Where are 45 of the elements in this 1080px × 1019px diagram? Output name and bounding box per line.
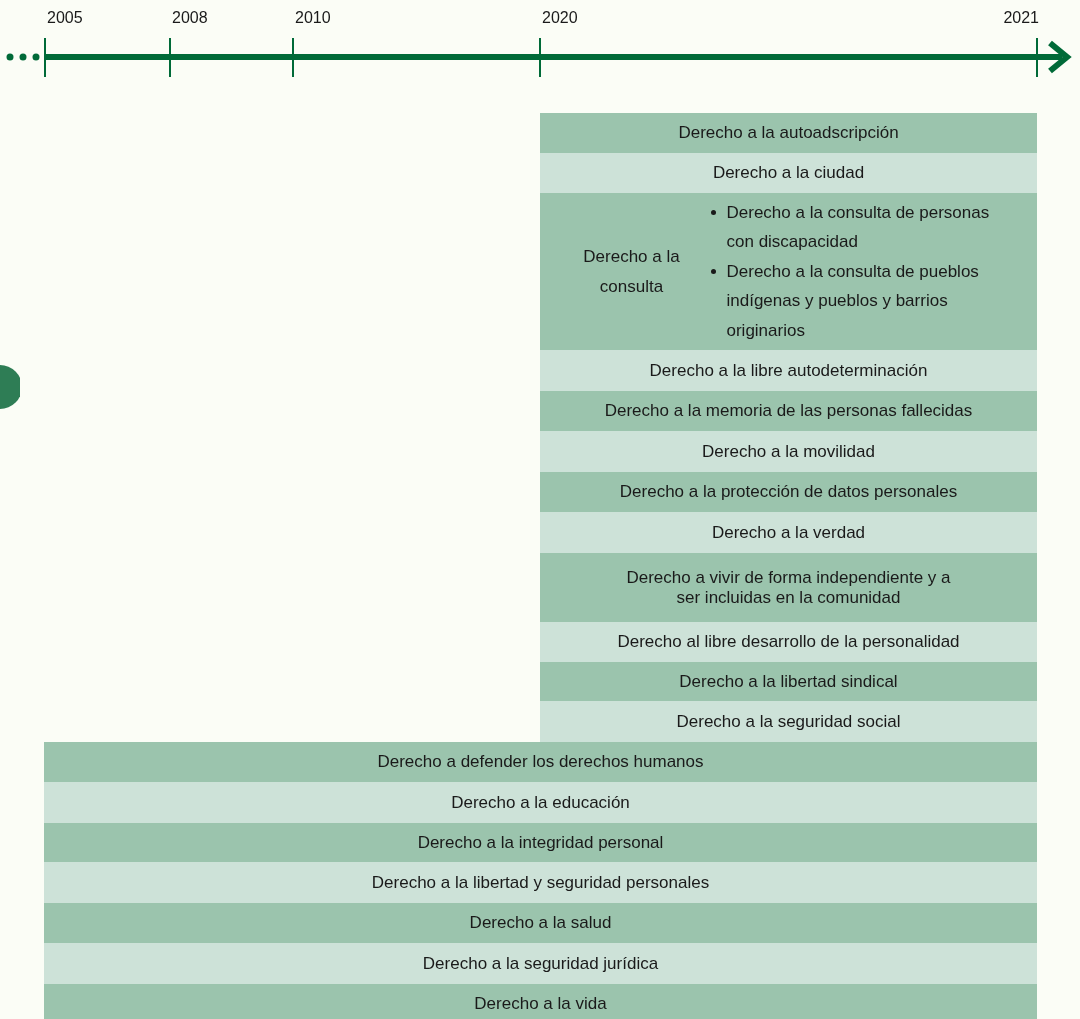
bar-label: Derecho a la movilidad — [702, 441, 875, 462]
right-bar — [540, 431, 1037, 472]
right-bar — [540, 701, 1037, 742]
right-bar — [44, 903, 1037, 943]
right-bar — [540, 113, 1037, 153]
year-label: 2010 — [295, 8, 331, 28]
bar-label: Derecho a defender los derechos humanos — [377, 752, 704, 772]
year-label: 2005 — [47, 8, 83, 28]
right-bar — [540, 622, 1037, 662]
bar-label: Derecho al libre desarrollo de la personalidad — [617, 632, 960, 652]
right-bar — [540, 472, 1037, 512]
bar-label: Derecho a la libertad sindical — [679, 671, 898, 692]
bar-label: Derecho a la autoadscripción — [678, 123, 899, 143]
list-item: Derecho a la consulta de pueblos indígenas y pueblos y barrios originarios — [726, 260, 980, 342]
bar-label: Derecho a la protección de datos personales — [619, 482, 958, 502]
bar-label: Derecho a la seguridad jurídica — [422, 953, 659, 974]
right-bar — [540, 662, 1037, 701]
right-bar — [540, 350, 1037, 391]
right-bar — [44, 943, 1037, 984]
year-label: 2008 — [172, 8, 208, 28]
right-bar — [540, 391, 1037, 431]
year-label: 2020 — [542, 8, 578, 28]
right-bar — [44, 782, 1037, 823]
year-label: 2021 — [1003, 8, 1039, 28]
bar-label: Derecho a la seguridad social — [676, 711, 901, 732]
bar-label: Derecho a la ciudad — [712, 163, 865, 183]
list-item: Derecho a la consulta de personas con discapacidad — [726, 201, 991, 254]
right-bar — [540, 193, 1037, 350]
right-bar — [44, 984, 1037, 1019]
right-bar — [44, 862, 1037, 903]
right-bar — [540, 553, 1037, 622]
bar-label: Derecho a la vida — [474, 994, 607, 1014]
right-bar — [44, 742, 1037, 782]
bar-label: Derecho a la memoria de las personas fallecidas — [604, 401, 973, 421]
bar-label: Derecho a la integridad personal — [417, 832, 664, 853]
bar-label: Derecho a la verdad — [711, 522, 866, 543]
bar-label: Derecho a la salud — [469, 913, 612, 933]
right-bar — [44, 823, 1037, 862]
bar-label: Derecho a la libertad y seguridad personales — [371, 872, 710, 893]
right-bar — [540, 512, 1037, 553]
right-bar — [540, 153, 1037, 193]
bar-label: Derecho a la educación — [451, 792, 630, 813]
bar-label: Derecho a la libre autodeterminación — [649, 360, 928, 381]
bar-label: Derecho a vivir de forma independiente y a ser incluidas en la comunidad — [625, 567, 952, 608]
bar-label: Derecho a la consulta — [582, 245, 681, 298]
